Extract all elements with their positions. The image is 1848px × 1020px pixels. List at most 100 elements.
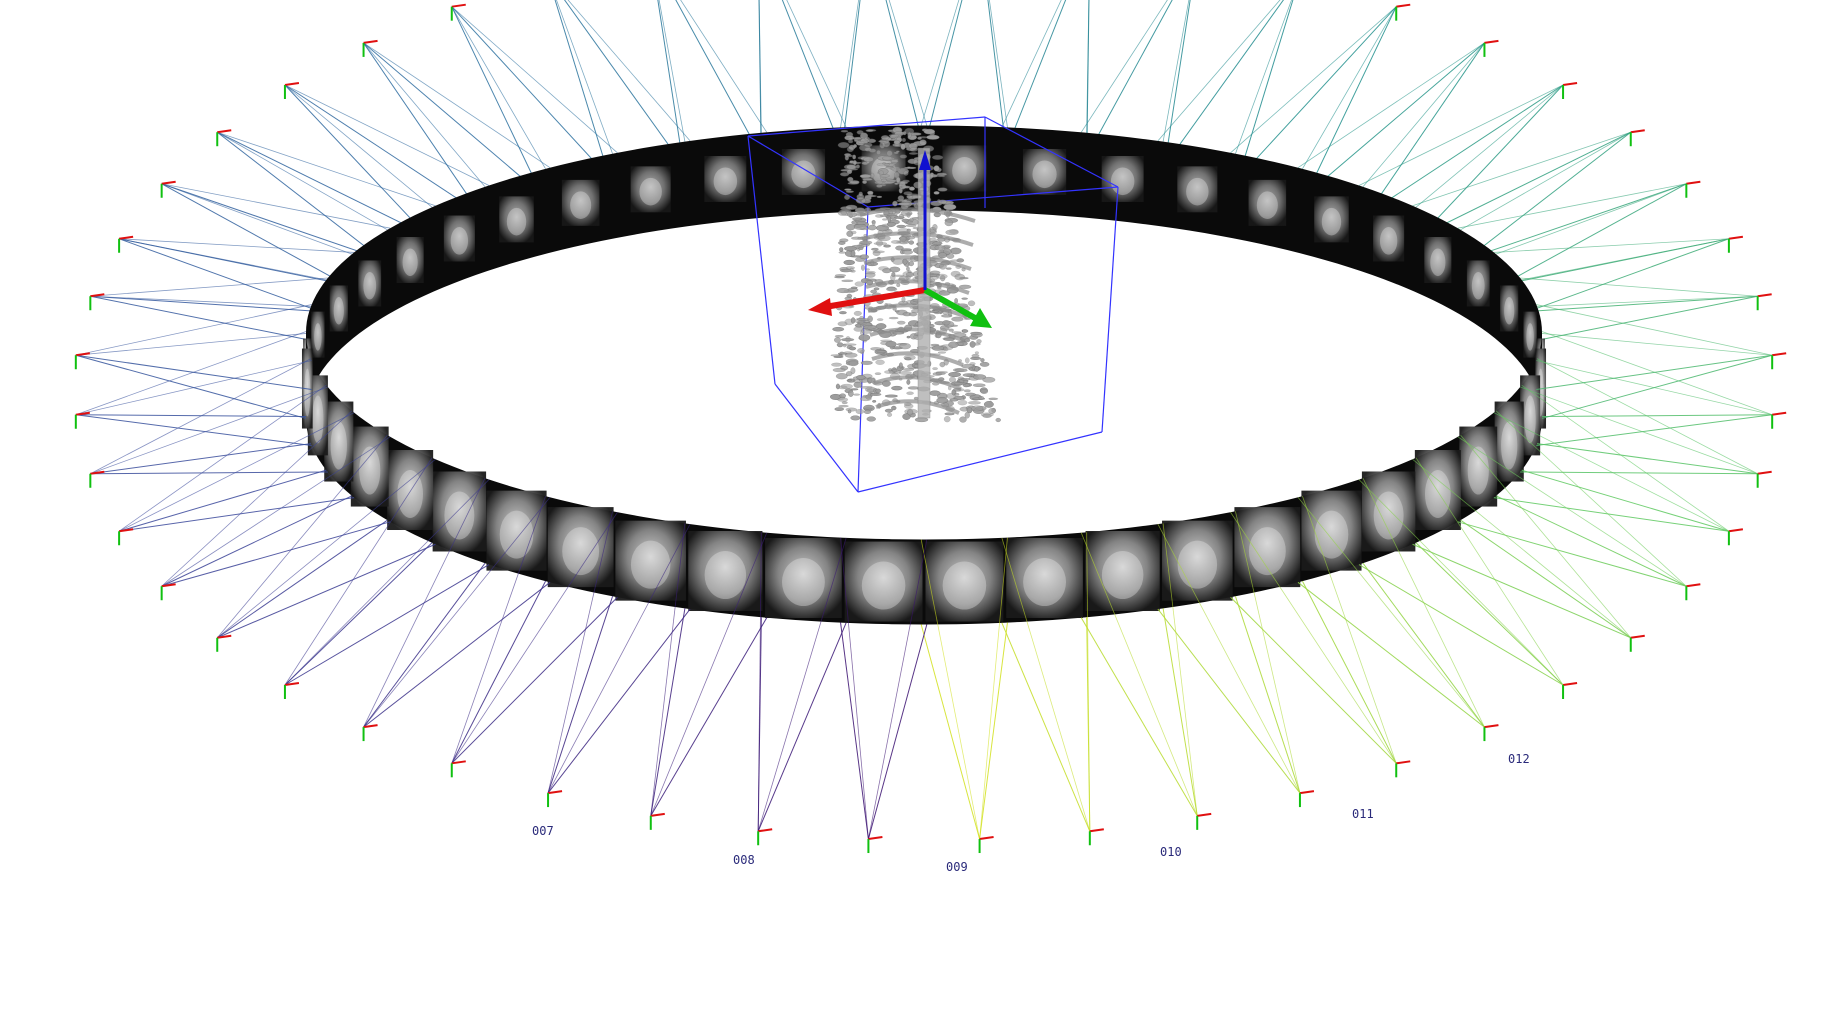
camera-x-axis: [118, 235, 134, 240]
bone-fragment: [835, 373, 848, 380]
thorax-shadow: [1110, 167, 1135, 196]
camera-axes: [1756, 470, 1772, 488]
projection-frame: [1459, 426, 1498, 507]
world-x-arrowhead: [808, 298, 832, 316]
bone-fragment: [867, 315, 873, 323]
camera-ray: [658, 0, 686, 142]
bone-fragment: [937, 286, 942, 290]
bone-fragment: [932, 241, 943, 246]
bone-fragment: [838, 404, 849, 408]
bone-fragment: [855, 409, 865, 415]
bone-fragment: [876, 195, 883, 198]
camera-axes: [216, 634, 232, 652]
projection-frame: [311, 311, 325, 358]
camera-x-axis: [75, 352, 90, 357]
bone-fragment: [848, 390, 854, 397]
bone-fragment: [979, 361, 990, 367]
bone-fragment: [982, 413, 992, 418]
camera-ray: [1536, 304, 1773, 356]
bone-fragment: [851, 230, 857, 235]
camera-ray: [1362, 562, 1485, 728]
bone-fragment: [876, 162, 891, 167]
camera-x-axis: [1396, 760, 1411, 765]
camera-ray: [1541, 333, 1773, 356]
bone-fragment: [931, 345, 945, 351]
bone-fragment: [870, 172, 875, 179]
bone-fragment: [972, 383, 986, 387]
camera-ray: [1358, 479, 1564, 686]
projection-frame: [844, 541, 923, 622]
camera-ray: [1001, 0, 1062, 128]
projection-frame: [358, 260, 382, 307]
projection-frame: [1523, 311, 1537, 358]
projection-frame: [1101, 155, 1144, 202]
bone-fragment: [937, 351, 947, 354]
camera-ray: [1495, 183, 1687, 289]
bounding-box-edge: [984, 116, 1119, 188]
camera-ray: [284, 457, 433, 686]
projection-image: [1414, 450, 1461, 531]
camera-axes: [283, 82, 300, 99]
camera-x-axis: [451, 760, 466, 765]
camera-ray: [757, 622, 847, 832]
bone-fragment: [974, 366, 980, 372]
camera-ray: [1457, 521, 1687, 587]
camera-axes: [1727, 528, 1744, 546]
camera-x-axis: [1484, 724, 1499, 729]
bone-fragment: [857, 348, 865, 354]
bone-fragment: [862, 177, 873, 181]
bone-fragment: [841, 338, 855, 342]
camera-x-axis: [451, 3, 466, 8]
bone-fragment: [978, 396, 985, 400]
thorax-shadow: [333, 296, 344, 325]
camera-labels: 007 008 009 010 011 012: [532, 752, 1530, 874]
bone-fragment: [883, 244, 891, 248]
bone-fragment: [891, 385, 903, 391]
bone-fragment: [865, 270, 876, 275]
projection-image: [688, 531, 763, 612]
camera-ray: [680, 0, 768, 133]
bone-fragment: [839, 311, 847, 315]
camera-x-axis: [1772, 352, 1787, 357]
bone-fragment: [850, 317, 856, 324]
ct-volume[interactable]: [747, 116, 1119, 493]
camera-ray: [1460, 434, 1632, 639]
camera-ray: [1302, 6, 1397, 170]
camera-ray: [563, 0, 691, 176]
thorax-shadow: [1314, 510, 1349, 559]
projection-image: [781, 148, 826, 195]
camera-ray: [650, 608, 686, 816]
bone-fragment: [888, 133, 899, 138]
bone-fragment: [839, 238, 849, 243]
bone-fragment: [891, 240, 901, 244]
camera-axes: [362, 39, 378, 57]
bone-fragment: [847, 379, 852, 382]
bone-fragment: [834, 276, 845, 279]
rib: [869, 327, 966, 343]
bone-fragment: [859, 386, 873, 389]
projection-image: [1006, 538, 1083, 619]
bone-fragment: [863, 409, 872, 414]
bone-fragment: [941, 314, 953, 318]
projection-image: [1301, 490, 1362, 571]
bounding-box-edge: [774, 383, 859, 493]
thorax-shadow: [781, 558, 825, 607]
camera-ray: [161, 436, 391, 587]
camera-label-009: 009: [946, 860, 968, 874]
bounding-box-edge: [857, 431, 1103, 493]
bone-fragment: [844, 155, 849, 161]
bone-fragment: [897, 202, 912, 206]
bone-fragment: [844, 352, 858, 358]
camera-ray: [1157, 0, 1281, 142]
bone-fragment: [896, 283, 901, 288]
projection-image: [1085, 531, 1160, 612]
camera-ray: [1230, 6, 1397, 154]
camera-ray: [1162, 608, 1198, 816]
camera-x-axis: [1089, 828, 1104, 833]
bone-fragment: [837, 352, 848, 355]
camera-ray: [363, 42, 486, 222]
camera-label-012: 012: [1508, 752, 1530, 766]
bone-fragment: [856, 375, 866, 380]
